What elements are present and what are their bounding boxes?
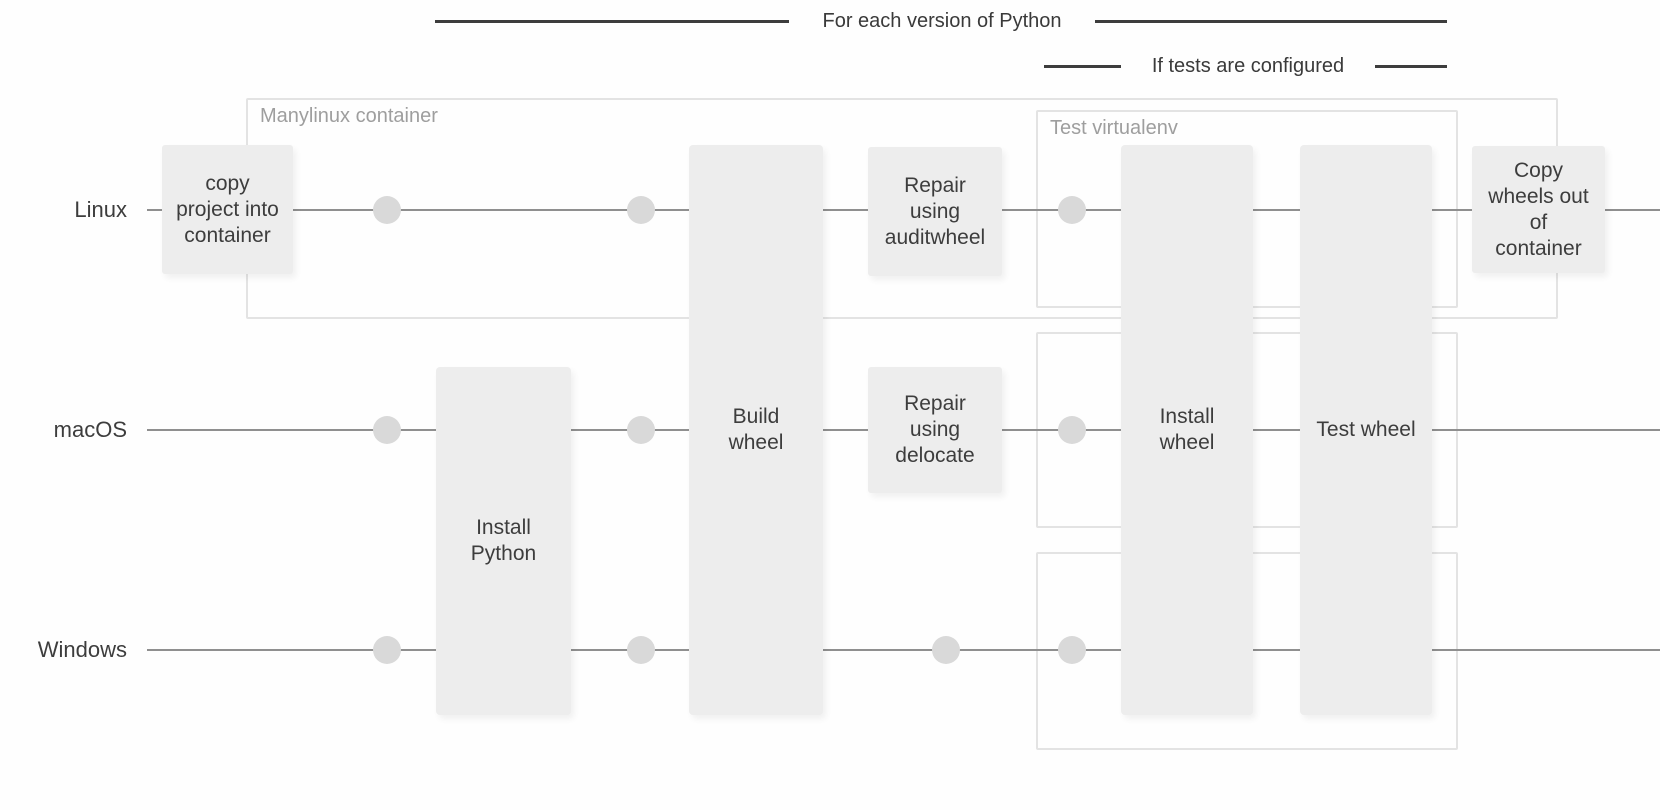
windows-lane-line — [147, 649, 1660, 651]
step-install-python-label: Install Python — [470, 516, 537, 565]
lane-dot — [627, 416, 655, 444]
lane-label-linux: Linux — [74, 197, 127, 222]
step-install-wheel: Install wheel — [1121, 145, 1253, 715]
step-install-wheel-label: Install wheel — [1159, 405, 1215, 454]
lane-label-macos: macOS — [53, 417, 127, 442]
python-versions-bracket-label: For each version of Python — [822, 10, 1062, 32]
lane-label-windows: Windows — [37, 637, 127, 662]
step-repair-using-auditwheel: Repair using auditwheel — [868, 147, 1002, 276]
step-copy-wheels-out-label: Copy wheels out of container — [1488, 158, 1589, 260]
lane-dot — [373, 416, 401, 444]
lane-dot — [1058, 196, 1086, 224]
lane-dot — [932, 636, 960, 664]
step-repair-using-delocate: Repair using delocate — [868, 367, 1002, 493]
lane-dot — [373, 196, 401, 224]
python-versions-bracket-left-line — [435, 20, 789, 23]
tests-bracket-right-line — [1375, 65, 1447, 68]
manylinux-container-label: Manylinux container — [260, 105, 438, 127]
lane-dot — [1058, 416, 1086, 444]
step-copy-project-label: copy project into container — [176, 171, 279, 247]
test-virtualenv-label: Test virtualenv — [1050, 117, 1178, 139]
step-repair-auditwheel-label: Repair using auditwheel — [884, 173, 986, 249]
tests-bracket-left-line — [1044, 65, 1121, 68]
step-build-wheel: Build wheel — [689, 145, 823, 715]
lane-dot — [1058, 636, 1086, 664]
step-copy-project-into-container: copy project into container — [162, 145, 293, 274]
lane-dot — [627, 636, 655, 664]
step-copy-wheels-out-of-container: Copy wheels out of container — [1472, 146, 1605, 273]
lane-dot — [373, 636, 401, 664]
step-test-wheel: Test wheel — [1300, 145, 1432, 715]
tests-bracket-label: If tests are configured — [1151, 55, 1345, 77]
python-versions-bracket-right-line — [1095, 20, 1447, 23]
lane-dot — [627, 196, 655, 224]
step-install-python: Install Python — [436, 367, 571, 715]
step-test-wheel-label: Test wheel — [1316, 418, 1416, 441]
step-repair-delocate-label: Repair using delocate — [895, 392, 975, 467]
step-build-wheel-label: Build wheel — [728, 405, 784, 454]
